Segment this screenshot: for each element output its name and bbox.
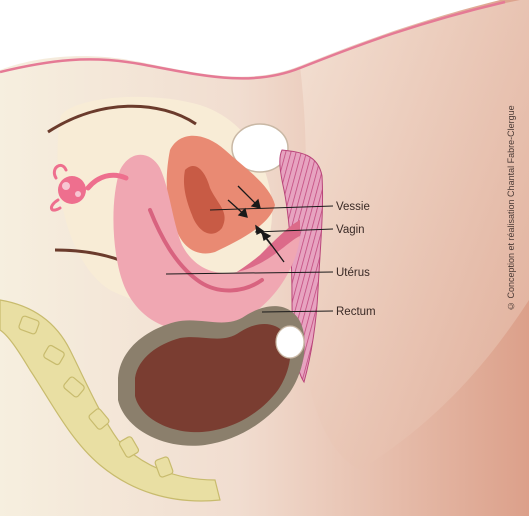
follicle-2 [75, 191, 81, 197]
ovary [58, 176, 86, 204]
label-rectum: Rectum [336, 306, 376, 318]
coccyx [276, 326, 304, 358]
copyright-credit: © Conception et réalisation Chantal Fabr… [506, 8, 524, 408]
label-vessie: Vessie [336, 201, 370, 213]
label-vagin: Vagin [336, 224, 365, 236]
label-uterus: Utérus [336, 267, 370, 279]
follicle-1 [62, 182, 70, 190]
